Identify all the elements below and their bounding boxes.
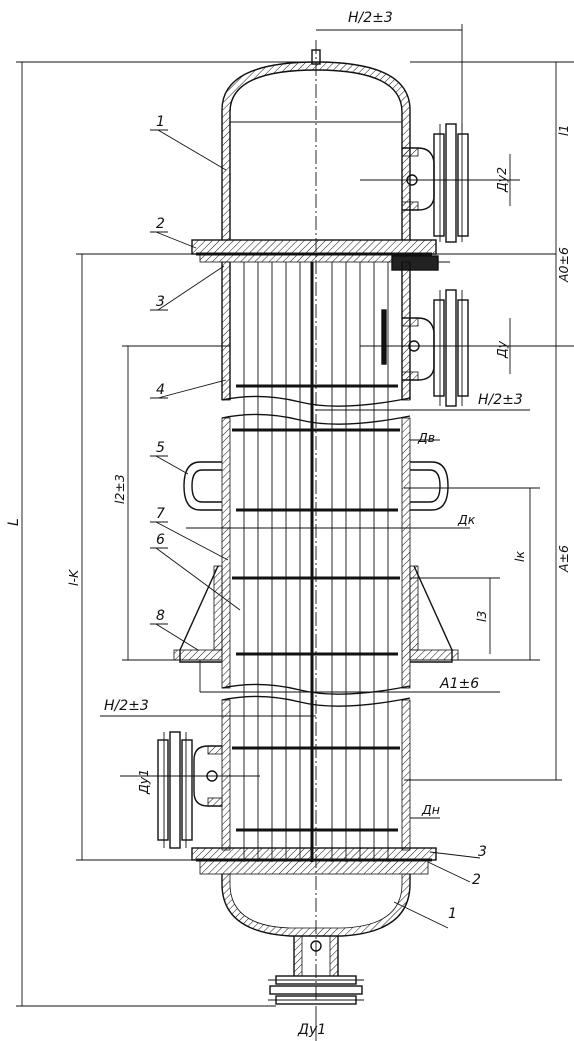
top-chamber: [221, 49, 520, 243]
dim-l3: l3: [474, 611, 489, 622]
dim-dy1-bottom: Ду1: [297, 1022, 326, 1038]
top-flange: [191, 239, 450, 271]
dim-a: А±6: [556, 545, 571, 573]
dim-a1: А1±6: [439, 676, 479, 692]
dim-dy: Ду: [494, 340, 509, 359]
bottom-flange: [191, 847, 437, 875]
part-3-bottom: 3: [478, 844, 487, 860]
support-bracket: [173, 565, 459, 663]
label-dn: Дн: [421, 802, 440, 817]
part-4: 4: [156, 382, 165, 398]
bottom-chamber: [221, 873, 411, 1005]
dim-mid-h2: H/2±3: [478, 392, 523, 408]
dim-top-h2: H/2±3: [348, 10, 393, 26]
part-8: 8: [156, 608, 165, 624]
dim-dy1-left: Ду1: [136, 769, 151, 795]
dim-dy2: Ду2: [494, 167, 509, 193]
part-6: 6: [156, 532, 165, 548]
part-2-bottom: 2: [472, 872, 481, 888]
part-7: 7: [156, 506, 165, 522]
dimension-lines: [16, 24, 574, 1041]
leaders: [150, 129, 481, 929]
part-1-top: 1: [156, 114, 165, 130]
label-dk: Дк: [457, 512, 476, 527]
part-1-bottom: 1: [448, 906, 457, 922]
tube-bundle: [232, 262, 400, 862]
part-5: 5: [156, 440, 165, 456]
part-2-top: 2: [156, 216, 165, 232]
dim-l2: l2±3: [112, 474, 127, 504]
dim-L: L: [6, 518, 22, 526]
label-dv: Дв: [417, 430, 435, 445]
dim-l1: l1: [556, 125, 571, 136]
dim-a0: А0±6: [556, 247, 571, 283]
dim-l-k: l-K: [66, 568, 81, 586]
dim-low-h2: H/2±3: [104, 698, 149, 714]
lower-left-nozzle: [120, 731, 260, 849]
part-3-top: 3: [156, 294, 165, 310]
dim-lk: lк: [512, 551, 527, 562]
